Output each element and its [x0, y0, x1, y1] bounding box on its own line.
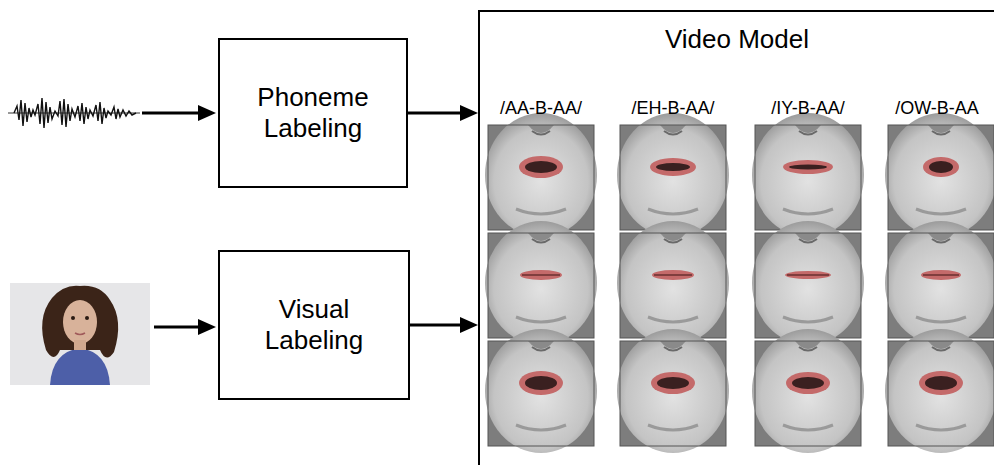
- connector-arrow: [410, 317, 478, 333]
- connector-line: [410, 324, 464, 327]
- arrow-head: [460, 105, 478, 121]
- model-panel: Video Model: [478, 10, 994, 465]
- input-arrow: [142, 105, 216, 121]
- process-box: Visual Labeling: [218, 250, 410, 400]
- panel-title: Video Model: [480, 24, 994, 55]
- connector-line: [408, 112, 464, 115]
- column-label: /EH-B-AA/: [631, 97, 714, 119]
- column-label: /OW-B-AA: [895, 97, 979, 119]
- arrow-head: [460, 317, 478, 333]
- process-box: Phoneme Labeling: [218, 38, 408, 188]
- column-label: /IY-B-AA/: [771, 97, 844, 119]
- speaker-photo: [10, 283, 150, 385]
- column-label: /AA-B-AA/: [500, 97, 582, 119]
- input-arrow: [154, 319, 216, 335]
- box-label: Phoneme Labeling: [238, 82, 388, 144]
- box-label: Visual Labeling: [239, 294, 389, 356]
- audio-waveform: [8, 98, 140, 128]
- connector-arrow: [408, 105, 478, 121]
- mouth-image-grid: [485, 113, 994, 453]
